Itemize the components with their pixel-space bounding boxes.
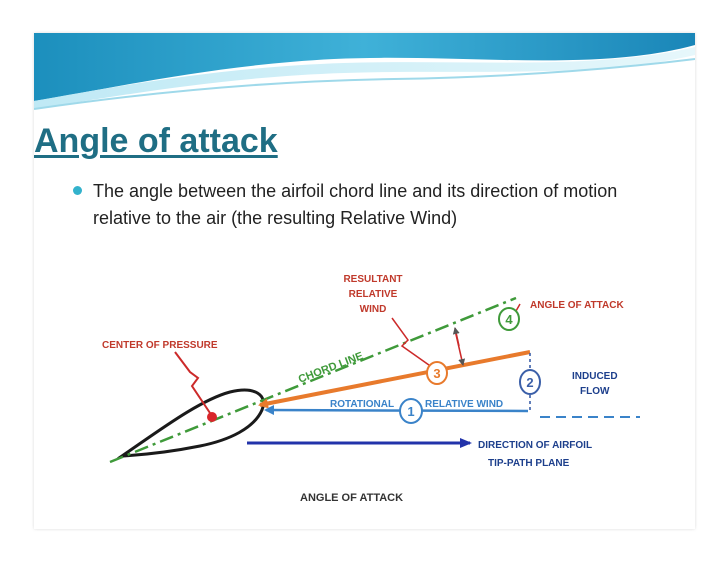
relative-wind-label: RELATIVE WIND xyxy=(425,399,503,410)
chord-line-label: CHORD LINE xyxy=(297,350,365,386)
header-wave-banner xyxy=(34,33,695,110)
resultant-relative-wind-arrow xyxy=(258,350,531,409)
marker-3: 3 xyxy=(426,361,448,385)
rotational-relative-wind-arrow xyxy=(264,405,529,416)
direction-label-1: DIRECTION OF AIRFOIL xyxy=(478,440,592,451)
induced-flow-label-2: FLOW xyxy=(580,386,610,397)
marker-2: 2 xyxy=(519,369,541,395)
resultant-label-1: RESULTANT xyxy=(343,274,402,285)
chord-line xyxy=(109,296,517,464)
svg-text:2: 2 xyxy=(526,375,533,390)
figure-caption: ANGLE OF ATTACK xyxy=(300,492,403,504)
bullet-icon xyxy=(73,186,82,195)
airfoil-shape xyxy=(116,388,265,458)
center-of-pressure-callout xyxy=(174,351,213,417)
resultant-label-2: RELATIVE xyxy=(349,289,398,300)
svg-text:4: 4 xyxy=(505,312,513,327)
resultant-label-3: WIND xyxy=(360,304,387,315)
angle-of-attack-label: ANGLE OF ATTACK xyxy=(530,300,624,311)
center-of-pressure-dot xyxy=(207,412,217,422)
svg-text:3: 3 xyxy=(433,366,440,381)
center-of-pressure-label: CENTER OF PRESSURE xyxy=(102,340,218,351)
direction-label-2: TIP-PATH PLANE xyxy=(488,458,570,469)
svg-text:1: 1 xyxy=(407,404,414,419)
induced-flow-label-1: INDUCED xyxy=(572,371,618,382)
resultant-callout xyxy=(391,317,437,371)
bullet-text: The angle between the airfoil chord line… xyxy=(93,181,618,228)
slide-title: Angle of attack xyxy=(34,122,278,160)
marker-4: 4 xyxy=(498,307,520,331)
rotational-label: ROTATIONAL xyxy=(330,399,394,410)
marker-1: 1 xyxy=(399,398,423,424)
